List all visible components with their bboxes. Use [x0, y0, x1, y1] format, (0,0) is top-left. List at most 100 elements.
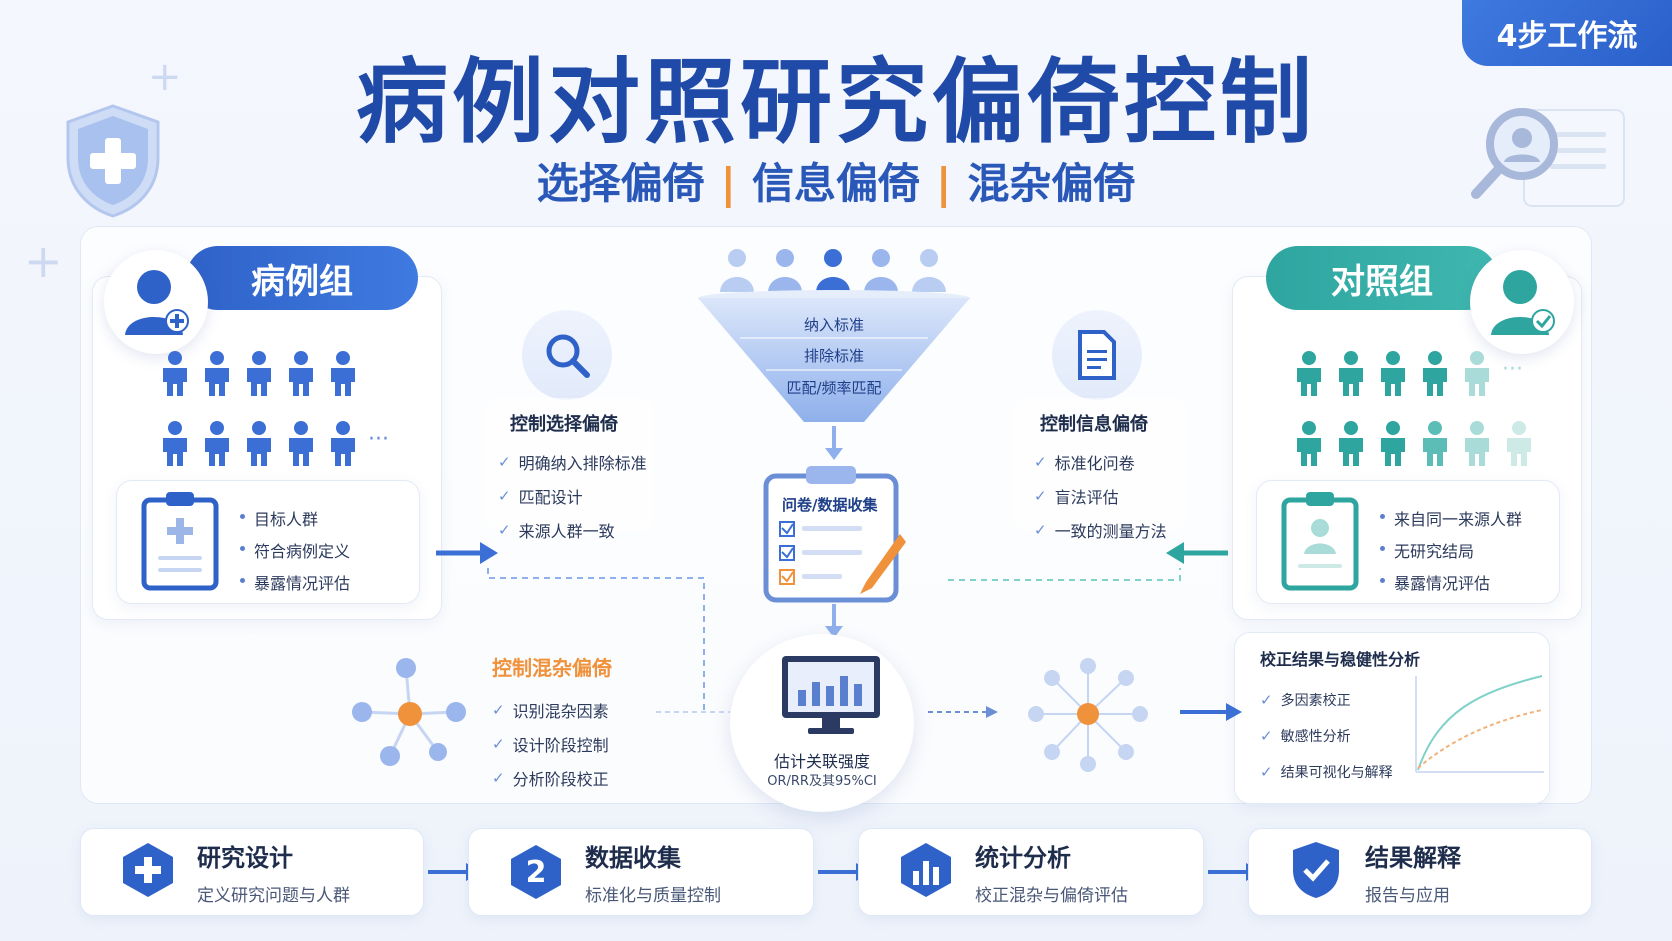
- control-people-grid: ···: [1292, 350, 1544, 472]
- person-icon: [912, 249, 946, 292]
- list-item: ✓ 敏感性分析: [1260, 726, 1393, 746]
- control-avatar: [1470, 250, 1574, 354]
- case-criteria-list: 目标人群 符合病例定义 暴露情况评估: [240, 498, 350, 602]
- list-item: 来自同一来源人群: [1380, 506, 1522, 530]
- document-icon-circle: [1052, 310, 1142, 400]
- check-icon: ✓: [492, 735, 505, 753]
- case-avatar: [104, 250, 208, 354]
- subtitle-confounding-bias: 混杂偏倚: [967, 159, 1136, 208]
- list-item-text: 识别混杂因素: [512, 702, 609, 721]
- list-item-text: 分析阶段校正: [512, 770, 609, 789]
- person-icon: [158, 420, 200, 472]
- case-people-grid: ···: [158, 350, 410, 472]
- step-subtitle: 校正混杂与偏倚评估: [975, 886, 1128, 906]
- person-icon: [1334, 350, 1376, 402]
- list-item-text: 敏感性分析: [1280, 729, 1351, 745]
- arrow-down-icon: [822, 426, 846, 466]
- funnel-level-inclusion: 纳入标准: [803, 316, 864, 334]
- selection-bias-card: [484, 398, 654, 532]
- analysis-label: 估计关联强度: [773, 752, 870, 771]
- funnel-level-exclusion: 排除标准: [803, 347, 864, 365]
- case-group-label: 病例组: [186, 246, 418, 310]
- plus-decoration-icon: +: [148, 54, 182, 100]
- bar-chart-icon: [899, 841, 953, 903]
- list-item: ✓ 来源人群一致: [498, 518, 647, 542]
- person-icon: [200, 350, 242, 402]
- monitor-chart-icon: [778, 654, 884, 742]
- arrow-left-icon: [1164, 538, 1228, 572]
- person-icon: [768, 249, 802, 292]
- subtitle-separator: |: [720, 159, 736, 208]
- list-item: ✓ 分析阶段校正: [492, 766, 609, 790]
- patient-plus-icon: [125, 270, 189, 335]
- correction-heading: 校正结果与稳健性分析: [1260, 650, 1421, 669]
- magnifier-document-icon: [1462, 102, 1632, 212]
- person-icon: [326, 350, 368, 402]
- check-icon: ✓: [492, 769, 505, 787]
- list-item-text: 来源人群一致: [518, 522, 615, 541]
- list-item: 符合病例定义: [240, 538, 350, 562]
- list-item: ✓ 识别混杂因素: [492, 698, 609, 722]
- list-item: 无研究结局: [1380, 538, 1522, 562]
- list-item: ✓多因素校正: [1260, 690, 1393, 710]
- more-ellipsis: ···: [368, 427, 389, 452]
- person-icon: [720, 249, 754, 292]
- check-icon: ✓: [498, 521, 511, 539]
- check-icon: ✓: [1260, 763, 1273, 781]
- check-icon: ✓: [498, 487, 511, 505]
- step-subtitle: 报告与应用: [1365, 886, 1450, 906]
- funnel-level-matching: 匹配/频率匹配: [786, 379, 882, 397]
- list-item-text: 标准化问卷: [1054, 454, 1135, 473]
- person-check-icon: [1491, 270, 1555, 335]
- step-subtitle: 标准化与质量控制: [585, 886, 721, 906]
- person-icon: [1376, 420, 1418, 472]
- dashed-arrow-right: [928, 702, 1000, 726]
- number-icon: 2: [509, 843, 563, 901]
- page-title: 病例对照研究偏倚控制: [355, 49, 1316, 156]
- list-item-text: 结果可视化与解释: [1280, 765, 1393, 781]
- step-card-analysis: 统计分析 校正混杂与偏倚评估: [858, 828, 1204, 916]
- clipboard-plus-icon: [138, 488, 222, 596]
- person-icon: [1502, 420, 1544, 472]
- step-title: 结果解释: [1365, 844, 1461, 872]
- confounding-bias-list: ✓ 识别混杂因素 ✓设计阶段控制 ✓ 分析阶段校正: [492, 688, 609, 800]
- list-item: 暴露情况评估: [240, 570, 350, 594]
- step-subtitle: 定义研究问题与人群: [197, 886, 350, 906]
- check-icon: ✓: [492, 701, 505, 719]
- pencil-icon: [860, 534, 906, 594]
- correction-card: [1234, 632, 1550, 804]
- person-icon: [284, 420, 326, 472]
- step-card-design: 研究设计 定义研究问题与人群: [80, 828, 424, 916]
- factor-network-icon: [1014, 654, 1164, 780]
- step-title: 研究设计: [197, 844, 293, 872]
- person-icon: [242, 350, 284, 402]
- list-item-text: 一致的测量方法: [1054, 522, 1167, 541]
- subtitle-separator: |: [936, 159, 952, 208]
- confounder-network-icon: [350, 656, 470, 776]
- page-subtitle: 选择偏倚|信息偏倚|混杂偏倚: [0, 150, 1672, 211]
- step-title: 统计分析: [975, 844, 1071, 872]
- plus-decoration-icon: +: [24, 234, 63, 288]
- check-icon: ✓: [1034, 521, 1047, 539]
- check-icon: ✓: [1260, 691, 1273, 709]
- line-chart-icon: [1408, 672, 1548, 782]
- info-bias-heading: 控制信息偏倚: [1040, 414, 1148, 435]
- list-item: 暴露情况评估: [1380, 570, 1522, 594]
- person-icon: [1334, 420, 1376, 472]
- list-item: ✓ 结果可视化与解释: [1260, 762, 1393, 782]
- check-icon: ✓: [1260, 727, 1273, 745]
- selection-bias-list: ✓明确纳入排除标准 ✓匹配设计 ✓来源人群一致: [498, 440, 647, 552]
- document-icon: [1078, 330, 1116, 380]
- person-icon: [242, 420, 284, 472]
- questionnaire-clipboard: [762, 464, 908, 604]
- shield-check-icon: [1289, 840, 1343, 904]
- arrow-right-icon: [436, 538, 500, 572]
- check-icon: ✓: [498, 453, 511, 471]
- more-ellipsis: ···: [1502, 357, 1523, 382]
- clipboard-person-icon: [1278, 488, 1362, 596]
- person-icon: [864, 249, 898, 292]
- person-icon: [1376, 350, 1418, 402]
- list-item: ✓设计阶段控制: [492, 732, 609, 756]
- list-item: ✓标准化问卷: [1034, 450, 1167, 474]
- person-icon: [1292, 420, 1334, 472]
